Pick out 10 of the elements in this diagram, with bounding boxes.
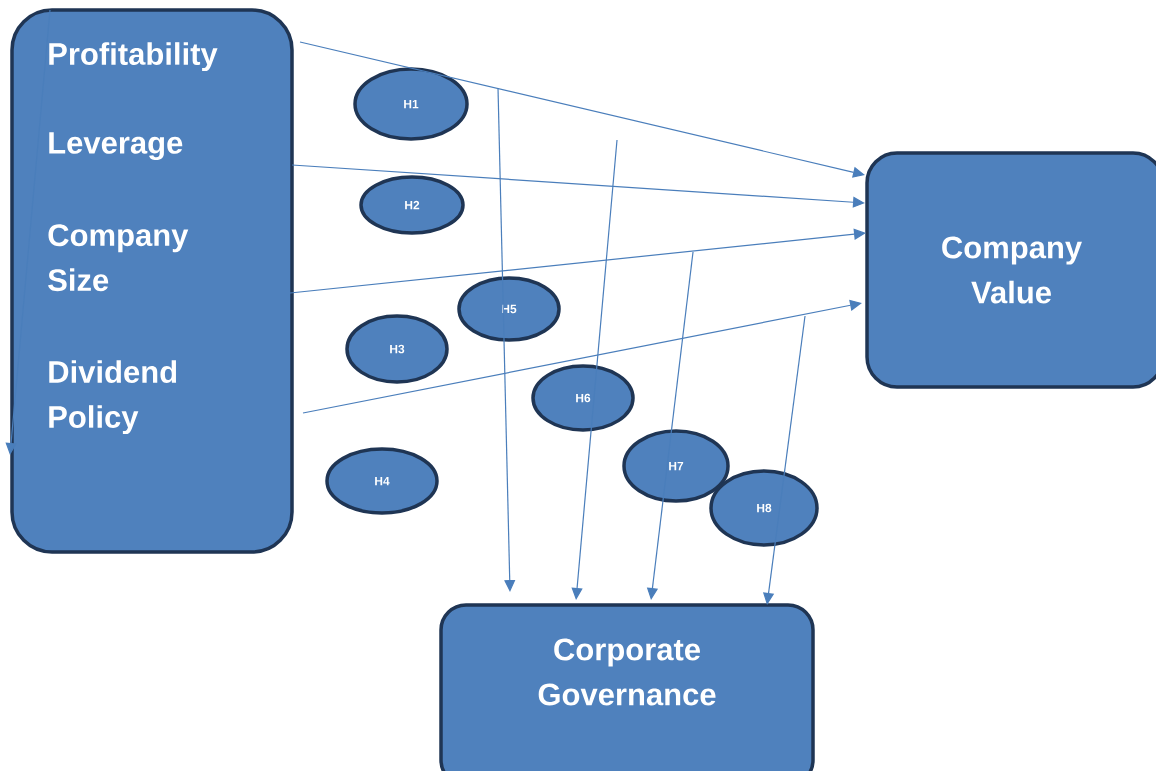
variable-box: Profitability Leverage Company Size Dividend Policy (10, 8, 294, 554)
arrow (289, 228, 866, 294)
arrow (299, 41, 865, 178)
variable-box: Corporate Governance (439, 603, 815, 771)
arrow (497, 87, 516, 592)
arrow (571, 139, 618, 600)
arrow (5, 9, 51, 455)
arrow (302, 299, 862, 414)
variable-box: Company Value (865, 151, 1156, 389)
arrow (291, 164, 865, 208)
